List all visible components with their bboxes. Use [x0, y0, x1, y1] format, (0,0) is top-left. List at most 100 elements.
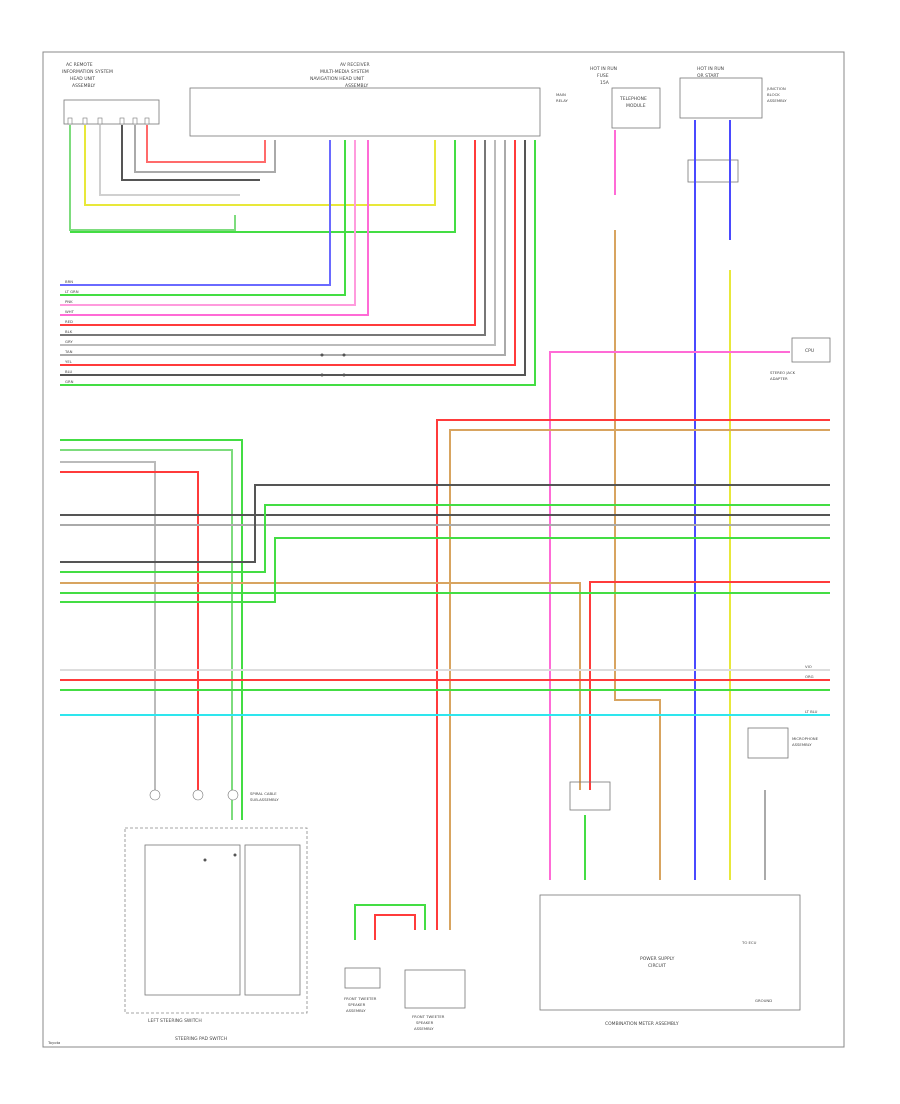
left-steering-switch-label: LEFT STEERING SWITCH	[148, 1018, 202, 1024]
fuse-left: HOT IN RUN FUSE 15A TELEPHONE MODULE MAI…	[556, 66, 661, 129]
junction-block-label-1: JUNCTION	[766, 86, 786, 91]
steering-pad-switch-label: STEERING PAD SWITCH	[175, 1036, 227, 1042]
wire-blue-top	[60, 140, 331, 286]
wire-white-1	[99, 125, 240, 196]
microphone-label-2: ASSEMBLY	[792, 742, 812, 747]
wire-pink-top	[60, 140, 356, 306]
wire-label-blk: BLK	[65, 329, 73, 334]
wire-magenta-top	[60, 140, 369, 316]
combination-meter-label: COMBINATION METER ASSEMBLY	[605, 1021, 679, 1027]
wire-label-ltblu: LT BLU	[805, 709, 818, 714]
wire-label-blu: BLU	[65, 369, 73, 374]
tweeter-left-label-3: ASSEMBLY	[346, 1008, 366, 1013]
telephone-module-label-1: TELEPHONE	[619, 96, 647, 102]
radio-label-3: NAVIGATION HEAD UNIT	[310, 76, 364, 82]
combination-meter: POWER SUPPLY CIRCUIT COMBINATION METER A…	[539, 781, 801, 1027]
spiral-cable-label-2: SUB-ASSEMBLY	[250, 797, 279, 802]
tweeter-right-label-3: ASSEMBLY	[414, 1026, 434, 1031]
front-tweeters: FRONT TWEETER SPEAKER ASSEMBLY FRONT TWE…	[344, 967, 466, 1031]
wire-label-red: RED	[65, 319, 73, 324]
wire-label-grn: GRN	[65, 379, 74, 384]
fuse-left-label-2: FUSE	[597, 73, 609, 79]
radio-label-2: MULTI-MEDIA SYSTEM	[320, 69, 369, 75]
wire-red-top-2	[60, 140, 516, 366]
wire-ltgray-top	[60, 140, 496, 346]
wire-black-cross	[60, 484, 830, 563]
ac-control-head-unit: AC REMOTE INFORMATION SYSTEM HEAD UNIT A…	[62, 62, 160, 125]
tweeter-left-label-1: FRONT TWEETER	[344, 996, 377, 1001]
power-supply-label-2: CIRCUIT	[648, 963, 666, 969]
wire-label-yel: YEL	[65, 359, 73, 364]
tweeter-left-label-2: SPEAKER	[348, 1002, 366, 1007]
fuse-right-label-2: OR START	[697, 73, 719, 79]
wire-tan-fuse	[614, 230, 661, 880]
fuse-left-label-3: 15A	[600, 80, 610, 86]
stereo-jack-label-1: STEREO JACK	[770, 370, 796, 375]
wire-green-top	[60, 140, 346, 296]
wire-yellow-1	[84, 125, 436, 206]
fuse-right: HOT IN RUN OR START JUNCTION BLOCK ASSEM…	[679, 66, 787, 183]
wire-red-left	[60, 471, 199, 790]
radio-receiver: AV RECEIVER MULTI-MEDIA SYSTEM NAVIGATIO…	[189, 62, 541, 137]
wire-label-gry: GRY	[65, 339, 73, 344]
wire-label-tan: TAN	[64, 349, 73, 354]
wire-label-brn: BRN	[65, 279, 73, 284]
wire-label-wht: WHT	[65, 309, 75, 314]
wire-tan-mid	[60, 582, 581, 790]
wire-dkgray-top	[60, 140, 486, 336]
spiral-cable-label-1: SPIRAL CABLE	[250, 791, 277, 796]
wire-red-mid	[589, 581, 830, 790]
radio-label-4: ASSEMBLY	[345, 83, 369, 89]
stereo-jack-label-2: ADAPTER	[770, 376, 788, 381]
wire-green-cross	[60, 504, 830, 573]
wire-white-left	[60, 461, 156, 790]
ac-control-label-4: ASSEMBLY	[72, 83, 96, 89]
wires	[60, 120, 830, 940]
fuse-left-side-2: RELAY	[556, 98, 569, 103]
fuse-left-side-1: MAIN	[556, 92, 566, 97]
microphone-component: MICROPHONE ASSEMBLY	[747, 727, 819, 759]
wire-green-long-1	[70, 140, 456, 233]
right-cpu-component: CPU STEREO JACK ADAPTER	[770, 337, 831, 381]
wire-green-speaker	[354, 904, 426, 940]
ground-label: GROUND	[755, 998, 772, 1003]
wire-label-org: ORG	[805, 674, 814, 679]
wire-red-speaker	[374, 914, 416, 940]
tweeter-right-label-1: FRONT TWEETER	[412, 1014, 445, 1019]
connector-pins	[67, 117, 150, 125]
wire-pink-horizontal	[549, 351, 790, 880]
wire-ltgreen-left	[60, 449, 233, 820]
power-supply-label-1: POWER SUPPLY	[640, 956, 675, 962]
fuse-right-label-1: HOT IN RUN	[697, 66, 724, 72]
fuse-left-label-1: HOT IN RUN	[590, 66, 617, 72]
to-ecu-label: TO ECU	[741, 940, 757, 945]
page-id: Toyota	[47, 1040, 60, 1045]
ac-control-label-3: HEAD UNIT	[70, 76, 95, 82]
wire-gray-top	[60, 140, 506, 356]
ac-control-label-2: INFORMATION SYSTEM	[62, 69, 113, 75]
junction-block-label-2: BLOCK	[767, 92, 780, 97]
ac-control-label-1: AC REMOTE	[66, 62, 93, 68]
radio-label-1: AV RECEIVER	[340, 62, 370, 68]
cpu-label: CPU	[805, 348, 814, 354]
wire-tan-horizontal	[449, 429, 830, 930]
wire-red-horizontal	[436, 419, 830, 930]
page-frame	[42, 51, 845, 1048]
steering-pad-switch: SPIRAL CABLE SUB-ASSEMBLY LEFT STEERING …	[124, 789, 308, 1042]
microphone-label-1: MICROPHONE	[792, 736, 819, 741]
junction-block-label-3: ASSEMBLY	[767, 98, 787, 103]
wire-gray-1	[134, 125, 276, 173]
telephone-module-label-2: MODULE	[626, 103, 646, 109]
wire-label-pnk: PNK	[65, 299, 73, 304]
wire-label-ltgrn: LT GRN	[65, 289, 79, 294]
wire-green-loop-1	[69, 125, 236, 231]
wire-black-1	[121, 125, 260, 181]
wire-red-top	[60, 140, 476, 326]
wire-label-vio: VIO	[805, 664, 812, 669]
tweeter-right-label-2: SPEAKER	[416, 1020, 434, 1025]
wire-green-left	[60, 439, 243, 820]
wire-green-mid	[60, 537, 830, 603]
wire-green-top-2	[60, 140, 536, 386]
